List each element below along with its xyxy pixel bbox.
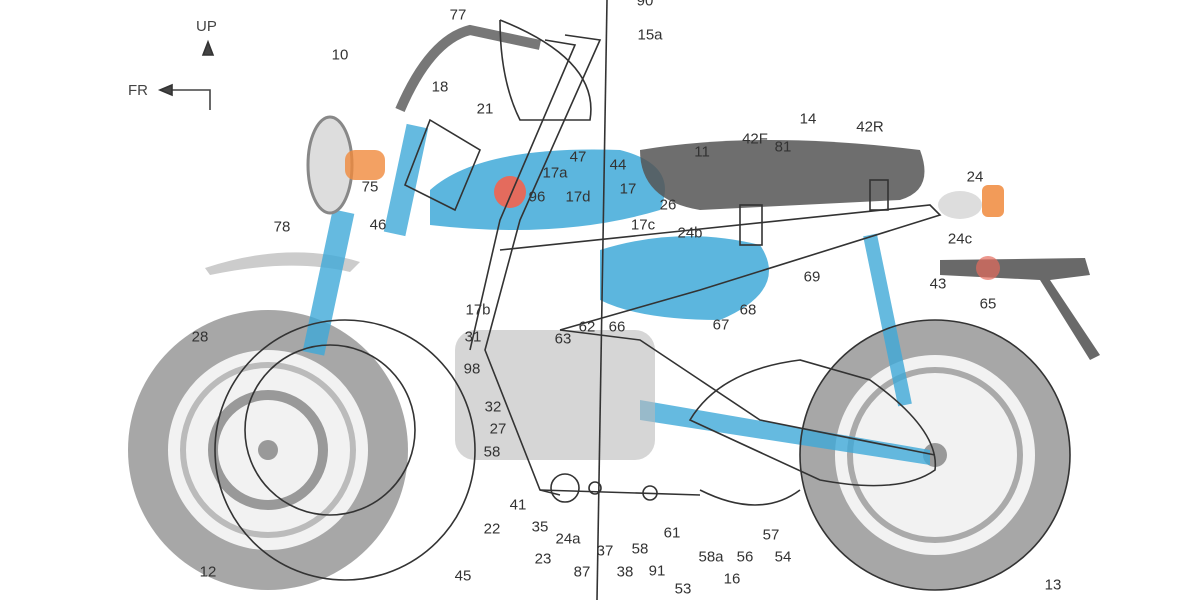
reference-numeral-56: 56	[736, 548, 754, 566]
reference-numeral-27: 27	[489, 420, 507, 438]
reference-numeral-58: 58	[631, 540, 649, 558]
reference-numeral-24: 24	[966, 168, 984, 186]
reference-numeral-77: 77	[449, 6, 467, 24]
reference-numeral-69: 69	[803, 268, 821, 286]
reference-numeral-31: 31	[464, 328, 482, 346]
up-direction-label: UP	[196, 18, 217, 35]
reference-numeral-11: 11	[694, 143, 710, 161]
reference-numeral-32: 32	[484, 398, 502, 416]
reference-numeral-22: 22	[483, 520, 501, 538]
reference-numeral-98: 98	[463, 360, 481, 378]
reference-numeral-23: 23	[534, 550, 552, 568]
front-turn-signal	[345, 150, 385, 180]
reference-numeral-15a: 15a	[637, 26, 663, 44]
reference-numeral-54: 54	[774, 548, 792, 566]
reflector	[976, 256, 1000, 280]
reference-numeral-87: 87	[573, 563, 591, 581]
reference-numeral-90: 90	[636, 0, 654, 10]
front-direction-label: FR	[128, 82, 148, 99]
reference-numeral-43: 43	[929, 275, 947, 293]
rear-turn-signal	[982, 185, 1004, 217]
reference-numeral-46: 46	[369, 216, 387, 234]
reference-numeral-16: 16	[723, 570, 741, 588]
reference-numeral-57: 57	[762, 526, 780, 544]
front-wheel	[128, 310, 408, 590]
reference-numeral-62: 62	[578, 318, 596, 336]
reference-numeral-47: 47	[569, 148, 587, 166]
rear-fender	[940, 258, 1100, 360]
reference-numeral-42F: 42F	[742, 130, 768, 148]
reference-numeral-63: 63	[554, 330, 572, 348]
reference-numeral-24a: 24a	[555, 530, 581, 548]
reference-numeral-42R: 42R	[856, 118, 884, 136]
reference-numeral-96: 96	[528, 188, 546, 206]
reference-numeral-68: 68	[739, 301, 757, 319]
reference-numeral-21: 21	[476, 100, 494, 118]
fuel-tank	[430, 149, 665, 230]
rear-shock	[863, 233, 912, 407]
reference-numeral-58a: 58a	[698, 548, 724, 566]
reference-numeral-24c: 24c	[947, 230, 973, 248]
reference-numeral-12: 12	[199, 563, 217, 581]
reference-numeral-37: 37	[596, 542, 614, 560]
reference-numeral-17d: 17d	[565, 188, 591, 206]
reference-numeral-66: 66	[608, 318, 626, 336]
tank-emblem	[494, 176, 526, 208]
reference-numeral-67: 67	[712, 316, 730, 334]
reference-numeral-10: 10	[331, 46, 349, 64]
reference-numeral-53: 53	[674, 580, 692, 598]
seat	[640, 140, 925, 210]
reference-numeral-28: 28	[191, 328, 209, 346]
reference-numeral-61: 61	[663, 524, 681, 542]
engine	[455, 330, 655, 460]
patent-line-art	[157, 0, 1071, 600]
reference-numeral-35: 35	[531, 518, 549, 536]
reference-numeral-26: 26	[659, 196, 677, 214]
reference-numeral-17: 17	[619, 180, 637, 198]
reference-numeral-81: 81	[774, 138, 792, 156]
reference-numeral-24b: 24b	[677, 224, 703, 242]
swing-arm	[640, 400, 930, 465]
side-cover	[600, 236, 769, 320]
reference-numeral-58: 58	[483, 443, 501, 461]
reference-numeral-78: 78	[273, 218, 291, 236]
reference-numeral-91: 91	[648, 562, 666, 580]
reference-numeral-38: 38	[616, 563, 634, 581]
handlebar	[395, 24, 542, 112]
reference-numeral-13: 13	[1044, 576, 1062, 594]
reference-numeral-17b: 17b	[465, 301, 491, 319]
front-fender	[205, 252, 360, 275]
reference-numeral-75: 75	[361, 178, 379, 196]
reference-numeral-45: 45	[454, 567, 472, 585]
reference-numeral-17c: 17c	[630, 216, 656, 234]
reference-numeral-65: 65	[979, 295, 997, 313]
reference-numeral-44: 44	[609, 156, 627, 174]
reference-numeral-41: 41	[509, 496, 527, 514]
tail-light	[938, 191, 982, 219]
reference-numeral-18: 18	[431, 78, 449, 96]
reference-numeral-17a: 17a	[542, 164, 568, 182]
reference-numeral-14: 14	[799, 110, 817, 128]
